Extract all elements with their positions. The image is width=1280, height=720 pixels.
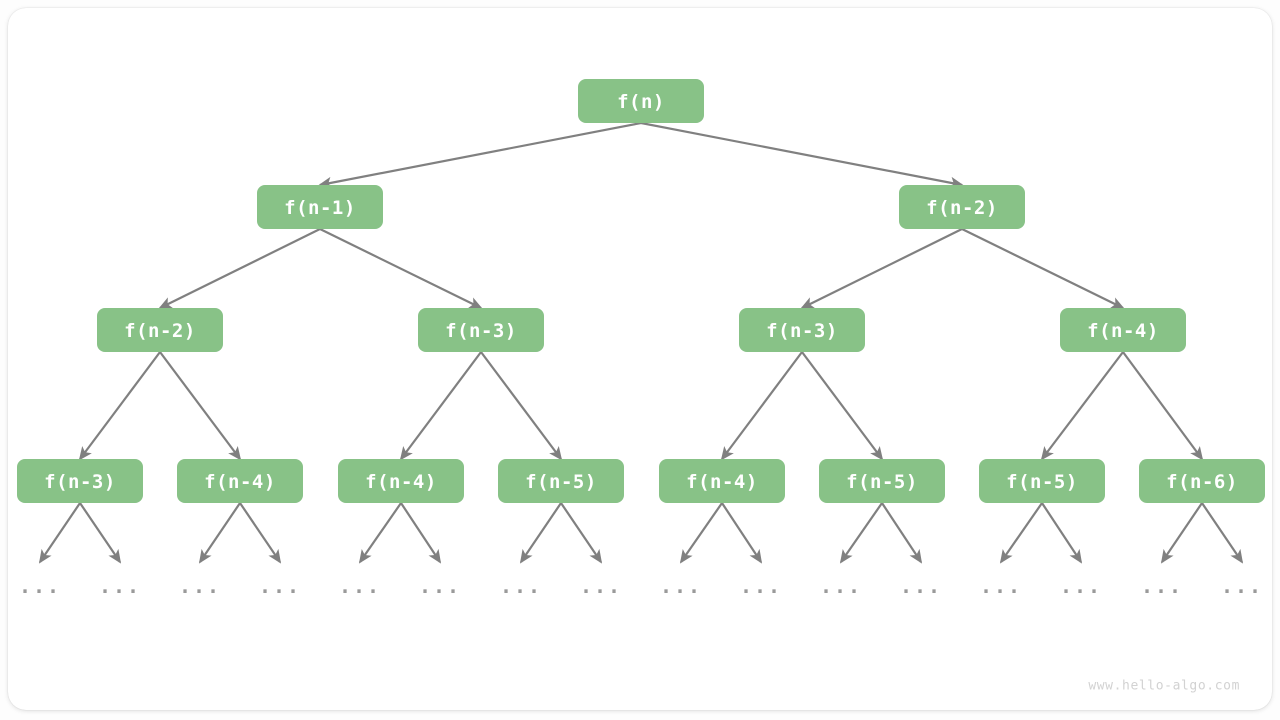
- tree-edge: [318, 121, 642, 189]
- tree-node[interactable]: f(n-4): [338, 459, 464, 503]
- tree-node[interactable]: f(n-2): [97, 308, 223, 352]
- ellipsis-marker: ...: [580, 574, 622, 598]
- ellipsis-edge: [999, 502, 1043, 564]
- tree-edge: [800, 228, 963, 309]
- ellipsis-marker: ...: [19, 574, 61, 598]
- tree-edge: [961, 228, 1125, 309]
- ellipsis-edge: [839, 502, 883, 564]
- ellipsis-marker: ...: [339, 574, 381, 598]
- tree-node[interactable]: f(n-5): [819, 459, 945, 503]
- tree-node[interactable]: f(n-3): [418, 308, 544, 352]
- tree-edge: [158, 228, 321, 309]
- ellipsis-edge: [1201, 502, 1244, 564]
- tree-edge: [1122, 351, 1204, 461]
- tree-node[interactable]: f(n-1): [257, 185, 383, 229]
- ellipsis-edge: [400, 502, 442, 564]
- tree-node-label: f(n-5): [525, 471, 597, 493]
- tree-node-label: f(n-5): [846, 471, 918, 493]
- tree-node[interactable]: f(n-6): [1139, 459, 1265, 503]
- ellipsis-edge: [679, 502, 723, 564]
- tree-node-label: f(n-5): [1006, 471, 1078, 493]
- tree-node-box: [338, 459, 464, 503]
- tree-node-box: [578, 79, 704, 123]
- ellipsis-edge: [1160, 502, 1203, 564]
- watermark-label: www.hello-algo.com: [1088, 679, 1240, 694]
- tree-node-box: [1060, 308, 1186, 352]
- ellipsis-marker: ...: [820, 574, 862, 598]
- tree-node[interactable]: f(n-3): [739, 308, 865, 352]
- tree-node[interactable]: f(n): [578, 79, 704, 123]
- tree-node[interactable]: f(n-4): [659, 459, 785, 503]
- diagram-card: [8, 8, 1272, 710]
- ellipsis-edge: [79, 502, 122, 564]
- tree-node-label: f(n-3): [44, 471, 116, 493]
- nodes-layer: f(n) f(n-1) f(n-2) f(n-2) f(n-3) f(n-3) f(n-4)…: [17, 79, 1265, 503]
- tree-edge: [399, 351, 482, 461]
- ellipsis-stubs-layer: [38, 502, 1244, 564]
- tree-node-label: f(n-2): [926, 197, 998, 219]
- ellipsis-marker: ...: [500, 574, 542, 598]
- tree-node-label: f(n-4): [365, 471, 437, 493]
- ellipsis-marker: ...: [660, 574, 702, 598]
- tree-node-box: [1139, 459, 1265, 503]
- tree-node-label: f(n-3): [445, 320, 517, 342]
- tree-edge: [159, 351, 242, 461]
- ellipsis-edge: [560, 502, 603, 564]
- ellipsis-edge: [38, 502, 81, 564]
- tree-node-box: [979, 459, 1105, 503]
- ellipsis-marker: ...: [900, 574, 942, 598]
- ellipsis-layer: ........................................…: [19, 574, 1263, 598]
- tree-node-label: f(n-4): [204, 471, 276, 493]
- tree-node-label: f(n-4): [686, 471, 758, 493]
- tree-node-label: f(n-6): [1166, 471, 1238, 493]
- tree-edge: [640, 121, 964, 189]
- tree-node-box: [418, 308, 544, 352]
- tree-node[interactable]: f(n-5): [498, 459, 624, 503]
- ellipsis-marker: ...: [179, 574, 221, 598]
- ellipsis-marker: ...: [99, 574, 141, 598]
- ellipsis-edge: [198, 502, 241, 564]
- ellipsis-marker: ...: [980, 574, 1022, 598]
- tree-node[interactable]: f(n-4): [1060, 308, 1186, 352]
- tree-node[interactable]: f(n-5): [979, 459, 1105, 503]
- tree-node-box: [257, 185, 383, 229]
- tree-edge: [78, 351, 161, 461]
- tree-node-box: [177, 459, 303, 503]
- ellipsis-edge: [519, 502, 562, 564]
- tree-edge: [1040, 351, 1124, 461]
- ellipsis-marker: ...: [1060, 574, 1102, 598]
- tree-node-box: [17, 459, 143, 503]
- tree-edge: [480, 351, 563, 461]
- tree-node-box: [498, 459, 624, 503]
- ellipsis-edge: [1041, 502, 1083, 564]
- tree-node[interactable]: f(n-2): [899, 185, 1025, 229]
- ellipsis-marker: ...: [1141, 574, 1183, 598]
- tree-node-box: [819, 459, 945, 503]
- tree-node-label: f(n-1): [284, 197, 356, 219]
- ellipsis-marker: ...: [1221, 574, 1263, 598]
- ellipsis-edge: [358, 502, 402, 564]
- edges-layer: [78, 121, 1204, 461]
- tree-node-label: f(n): [617, 91, 665, 113]
- tree-edge: [801, 351, 884, 461]
- tree-node-box: [659, 459, 785, 503]
- ellipsis-marker: ...: [740, 574, 782, 598]
- tree-edge: [319, 228, 483, 309]
- tree-node-box: [739, 308, 865, 352]
- ellipsis-edge: [239, 502, 282, 564]
- tree-node[interactable]: f(n-4): [177, 459, 303, 503]
- tree-edge: [720, 351, 803, 461]
- tree-node-label: f(n-4): [1087, 320, 1159, 342]
- ellipsis-marker: ...: [419, 574, 461, 598]
- ellipsis-marker: ...: [259, 574, 301, 598]
- tree-node-label: f(n-3): [766, 320, 838, 342]
- tree-node[interactable]: f(n-3): [17, 459, 143, 503]
- ellipsis-edge: [881, 502, 923, 564]
- tree-node-box: [97, 308, 223, 352]
- tree-node-box: [899, 185, 1025, 229]
- ellipsis-edge: [721, 502, 763, 564]
- tree-node-label: f(n-2): [124, 320, 196, 342]
